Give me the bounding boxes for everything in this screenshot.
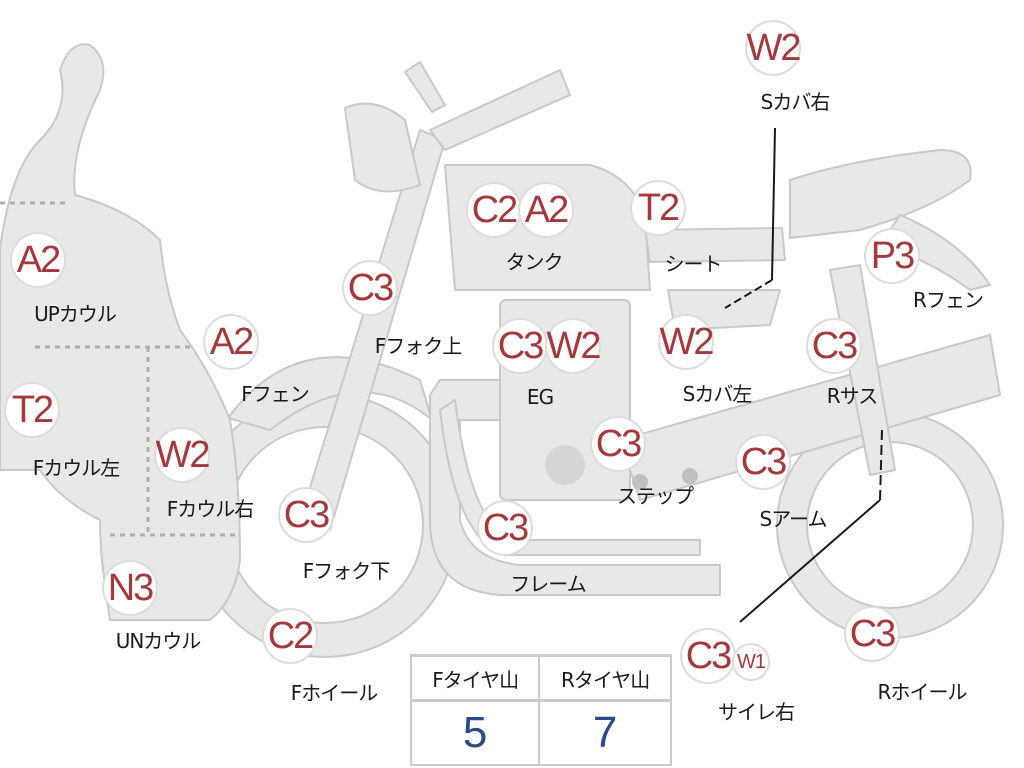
part-label-fwheel: Fホイール [290,681,379,705]
part-label-rsus: Rサス [826,384,878,408]
grade-badge-rwheel: C3 [846,608,898,660]
front-tyre-value: 5 [409,699,541,766]
frame-shape [429,379,721,596]
part-label-upcowl: UPカウル [34,302,117,326]
grade-badge-muffler-w: W1 [734,645,768,679]
rear-tyre-value: 7 [538,699,672,766]
grade-badge-tank-a: A2 [520,184,572,236]
part-label-rwheel: Rホイール [877,680,968,704]
grade-badge-frame: C3 [479,502,531,554]
grade-badge-upcowl: A2 [12,234,64,286]
grade-badge-step: C3 [592,418,644,470]
grade-badge-engine-w: W2 [547,320,602,372]
part-label-fcowl-right: Fカウル右 [166,497,255,521]
grade-badge-muffler-c: C3 [682,630,734,682]
part-label-step: ステップ [617,484,694,508]
front-fender-shape [227,356,433,431]
grade-badge-engine-c: C3 [494,320,546,372]
part-label-ffork-lower: Fフォク下 [302,559,391,583]
part-label-frame: フレーム [510,572,586,596]
part-label-ffork-upper: Fフォク上 [374,334,463,358]
grade-badge-tank-c: C2 [468,184,520,236]
part-label-scover-left: Sカバ左 [682,382,753,406]
part-label-ffender: Fフェン [241,382,310,406]
part-label-rfender: Rフェン [913,288,984,312]
seat-shape [644,227,786,263]
grade-badge-sarm: C3 [737,436,789,488]
tyre-tread-table: Fタイヤ山 Rタイヤ山 5 7 [409,654,672,766]
grade-badge-rsus: C3 [808,320,860,372]
grade-badge-fwheel: C2 [264,610,316,662]
part-label-sarm: Sアーム [759,507,828,531]
grade-badge-seat: T2 [632,182,684,234]
grade-badge-ffork-upper: C3 [344,262,396,314]
grade-badge-fcowl-right: W2 [156,429,211,481]
grade-badge-scover-right: W2 [747,22,802,74]
grade-badge-rfender: P3 [866,230,918,282]
part-label-scover-right: Sカバ右 [760,90,831,114]
part-label-uncowl: UNカウル [115,629,202,653]
front-tyre-header: Fタイヤ山 [409,654,541,702]
part-label-muffler: サイレ右 [718,700,795,724]
part-label-tank: タンク [505,250,564,274]
grade-badge-ffender: A2 [205,316,257,368]
leader-line-scover-right [771,127,776,281]
grade-badge-uncowl: N3 [104,562,156,614]
grade-badge-fcowl-left: T2 [6,384,58,436]
part-label-seat: シート [664,252,723,276]
leader-line-muffler [739,499,881,623]
part-label-engine: EG [526,385,554,409]
part-label-fcowl-left: Fカウル左 [32,456,121,480]
rear-tyre-header: Rタイヤ山 [538,654,672,702]
grade-badge-scover-left: W2 [660,316,715,368]
grade-badge-ffork-lower: C3 [280,489,332,541]
